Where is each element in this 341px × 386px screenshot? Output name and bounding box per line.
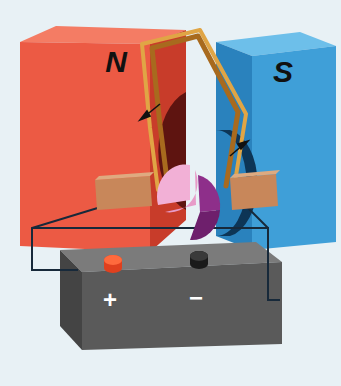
shape-face — [20, 42, 150, 252]
brush-top — [95, 172, 154, 180]
commutator — [157, 164, 220, 240]
commutator-half — [157, 164, 190, 205]
battery-shape — [55, 236, 285, 354]
arrow-line — [230, 144, 244, 156]
commutator-edge — [165, 170, 197, 212]
brush-right — [230, 174, 278, 210]
shape-face — [60, 250, 82, 350]
terminal-sign: − — [189, 286, 203, 310]
pole-label: N — [105, 47, 127, 77]
shape-face — [252, 46, 336, 250]
brush — [95, 170, 280, 210]
armature-coil — [142, 30, 246, 190]
circuit-wire — [32, 192, 280, 300]
shape-face — [150, 30, 186, 252]
shape-face — [104, 255, 122, 273]
wire-right — [32, 228, 280, 300]
commutator-edge — [190, 210, 220, 240]
wire-brush — [232, 192, 268, 228]
shape-face — [216, 130, 257, 236]
north-magnet: N — [15, 15, 190, 260]
battery: +− — [55, 236, 285, 354]
shape-face — [190, 251, 208, 269]
force-arrow — [140, 104, 248, 156]
north-magnet-shape — [15, 15, 190, 260]
arrow-head — [140, 111, 150, 120]
shape-face — [190, 251, 208, 261]
terminal-sign: + — [103, 288, 117, 312]
arrow-head — [238, 141, 248, 149]
coil-front — [142, 30, 246, 190]
wire-left — [32, 192, 150, 270]
commutator-half — [198, 175, 220, 212]
brush-left — [95, 176, 152, 210]
shape-face — [104, 255, 122, 265]
shape-face — [158, 92, 186, 210]
brush-top — [230, 170, 280, 178]
south-magnet: S — [212, 28, 338, 253]
coil-back — [152, 36, 238, 188]
arrow-line — [144, 104, 160, 117]
pole-label: S — [273, 57, 293, 87]
shape-face — [82, 262, 282, 350]
